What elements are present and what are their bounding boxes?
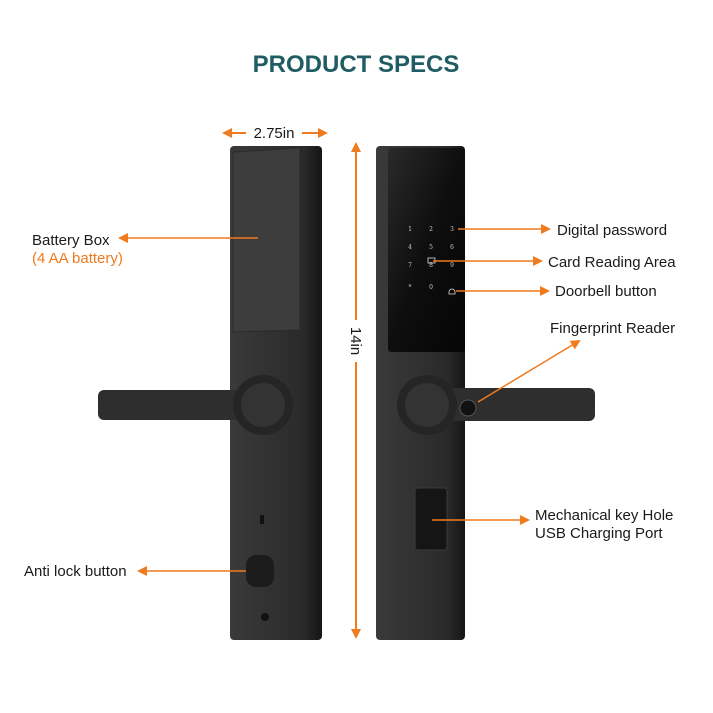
fingerprint-sensor bbox=[459, 399, 477, 417]
keypad-key: 3 bbox=[450, 226, 454, 233]
digital-password-label: Digital password bbox=[557, 222, 667, 239]
indicator-slot bbox=[260, 515, 264, 524]
keypad-key: 1 bbox=[408, 226, 412, 233]
keypad-key: 4 bbox=[408, 244, 412, 251]
battery-box bbox=[232, 147, 301, 333]
keypad-key: 7 bbox=[408, 262, 412, 269]
doorbell-label: Doorbell button bbox=[555, 283, 657, 300]
card-reading-label: Card Reading Area bbox=[548, 254, 676, 271]
lock-back-view bbox=[98, 146, 322, 640]
width-dimension: 2.75in bbox=[254, 125, 295, 142]
battery-note-label: (4 AA battery) bbox=[32, 250, 123, 267]
height-dimension: 14in bbox=[347, 327, 364, 355]
battery-box-label: Battery Box bbox=[32, 232, 110, 249]
doorbell-icon bbox=[448, 288, 456, 295]
keypad-key: 0 bbox=[429, 284, 433, 291]
keypad-key: 2 bbox=[429, 226, 433, 233]
anti-lock-label: Anti lock button bbox=[24, 563, 127, 580]
keypad-key: 5 bbox=[429, 244, 433, 251]
key-hole-cover bbox=[414, 487, 448, 551]
keypad-key: * bbox=[409, 284, 412, 291]
keypad-glass bbox=[388, 148, 465, 352]
page-title: PRODUCT SPECS bbox=[253, 51, 460, 78]
keypad-key: 8 bbox=[429, 262, 433, 269]
lock-front-view: 1 2 3 4 5 6 7 8 9 * 0 bbox=[376, 146, 595, 640]
keypad-key: 6 bbox=[450, 244, 454, 251]
anti-lock-knob bbox=[246, 555, 274, 587]
key-hole-label: Mechanical key Hole bbox=[535, 507, 673, 524]
keypad-key: 9 bbox=[450, 262, 454, 269]
handle-left bbox=[98, 390, 268, 420]
fingerprint-label: Fingerprint Reader bbox=[550, 320, 675, 337]
reset-hole bbox=[261, 613, 269, 621]
usb-port-label: USB Charging Port bbox=[535, 525, 663, 542]
